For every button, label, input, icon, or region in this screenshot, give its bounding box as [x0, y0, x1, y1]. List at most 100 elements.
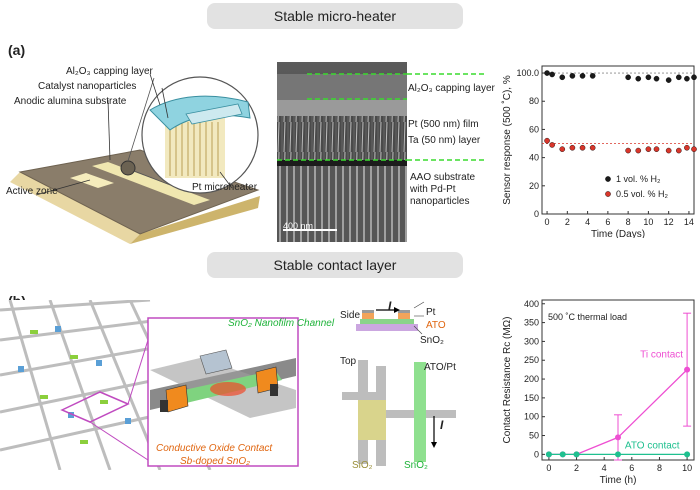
x-tick-label: 2: [574, 463, 579, 473]
y-tick-label: 200: [524, 374, 539, 384]
data-point: [573, 451, 580, 458]
y-tick-label: 250: [524, 355, 539, 365]
schematic-current-side: I: [388, 299, 392, 313]
data-point: [545, 451, 552, 458]
y-tick-label: 40: [529, 153, 539, 163]
porous-block: [165, 118, 225, 178]
sem-image: [277, 62, 407, 242]
x-tick-label: 6: [605, 217, 610, 227]
data-point: [544, 137, 550, 144]
data-point: [684, 366, 691, 373]
data-point: [559, 74, 566, 81]
sem-label-aao-2: with Pd-Pt: [410, 184, 456, 195]
substrate-edge-right: [130, 196, 260, 244]
side-substrate: [356, 324, 418, 331]
data-point: [559, 146, 566, 152]
label-channel: SnO₂ Nanofilm Channel: [228, 318, 335, 329]
device-schematic: [342, 301, 456, 466]
schematic-current-top: I: [440, 418, 444, 432]
data-point: [635, 147, 642, 154]
plot-frame: [541, 65, 695, 215]
label-capping: Al₂O₃ capping layer: [66, 66, 153, 77]
x-tick-label: 0: [545, 217, 550, 227]
schematic-sno2-side: SnO₂: [420, 335, 444, 346]
y-tick-label: 400: [524, 299, 539, 309]
y-axis-label: Contact Resistance Rᴄ (MΩ): [502, 317, 513, 444]
y-tick-label: 80: [529, 96, 539, 106]
data-point: [615, 451, 621, 458]
data-point: [653, 146, 660, 152]
y-tick-label: 100: [524, 412, 539, 422]
heater-stripe: [92, 162, 210, 205]
y-tick-label: 0: [534, 209, 539, 219]
data-point: [625, 147, 631, 154]
series-label-ti: Ti contact: [640, 350, 683, 361]
data-point: [684, 144, 690, 151]
data-point: [544, 70, 550, 76]
label-contact-1: Conductive Oxide Contact: [156, 443, 273, 454]
substrate-edge-left: [10, 172, 140, 244]
active-zone-marker: [120, 160, 136, 176]
microheater-illustration: [10, 73, 260, 244]
label-catalyst: Catalyst nanoparticles: [38, 81, 137, 92]
schematic-top: Top: [340, 356, 357, 367]
sio2-pad: [358, 400, 386, 440]
label-active-zone: Active zone: [6, 186, 58, 197]
data-point: [569, 73, 576, 79]
legend-marker: [605, 176, 611, 182]
data-point: [665, 147, 672, 154]
schematic-ato: ATO: [426, 320, 446, 331]
data-point: [589, 73, 596, 79]
data-point: [635, 75, 642, 82]
data-point: [645, 146, 652, 152]
schematic-pt: Pt: [426, 307, 436, 318]
legend-label: 0.5 vol. % H₂: [616, 189, 669, 199]
legend-label: 1 vol. % H₂: [616, 174, 661, 184]
data-point: [684, 451, 691, 458]
x-tick-label: 4: [602, 463, 607, 473]
sem-label-aao-1: AAO substrate: [410, 172, 476, 183]
y-tick-label: 0: [534, 449, 539, 459]
data-point: [549, 142, 555, 148]
sno2-strip: [414, 362, 426, 462]
data-point: [579, 144, 586, 151]
y-tick-label: 60: [529, 124, 539, 134]
legend-marker: [605, 191, 611, 197]
data-point: [625, 74, 631, 81]
data-point: [559, 451, 566, 458]
data-point: [653, 75, 660, 82]
data-point: [675, 74, 682, 81]
network-illustration: [0, 300, 300, 470]
x-tick-label: 2: [565, 217, 570, 227]
section-title-contact-layer: Stable contact layer: [207, 252, 463, 278]
x-tick-label: 12: [664, 217, 674, 227]
sem-label-aao-3: nanoparticles: [410, 196, 470, 207]
y-tick-label: 20: [529, 181, 539, 191]
x-tick-label: 8: [626, 217, 631, 227]
series-label-ato: ATO contact: [625, 440, 680, 451]
y-tick-label: 150: [524, 393, 539, 403]
chart-annotation: 500 ˚C thermal load: [548, 312, 627, 322]
data-point: [675, 147, 682, 154]
data-point: [615, 434, 621, 441]
x-tick-label: 8: [657, 463, 662, 473]
data-point: [691, 146, 697, 152]
data-point: [691, 74, 697, 81]
y-tick-label: 350: [524, 318, 539, 328]
y-tick-label: 100.0: [516, 68, 539, 78]
panel-label-a: (a): [8, 42, 26, 58]
sem-scale-label: 400 nm: [283, 221, 314, 231]
data-point: [684, 75, 690, 82]
schematic-sio2: SiO₂: [352, 460, 373, 471]
x-tick-label: 10: [682, 463, 692, 473]
data-point: [549, 71, 555, 78]
x-axis-label: Time (Days): [591, 229, 645, 238]
x-tick-label: 4: [585, 217, 590, 227]
data-point: [589, 144, 596, 151]
layer-markers: [277, 73, 407, 161]
y-tick-label: 50: [529, 431, 539, 441]
y-tick-label: 300: [524, 336, 539, 346]
sem-label-capping: Al₂O₃ capping layer: [408, 83, 495, 94]
